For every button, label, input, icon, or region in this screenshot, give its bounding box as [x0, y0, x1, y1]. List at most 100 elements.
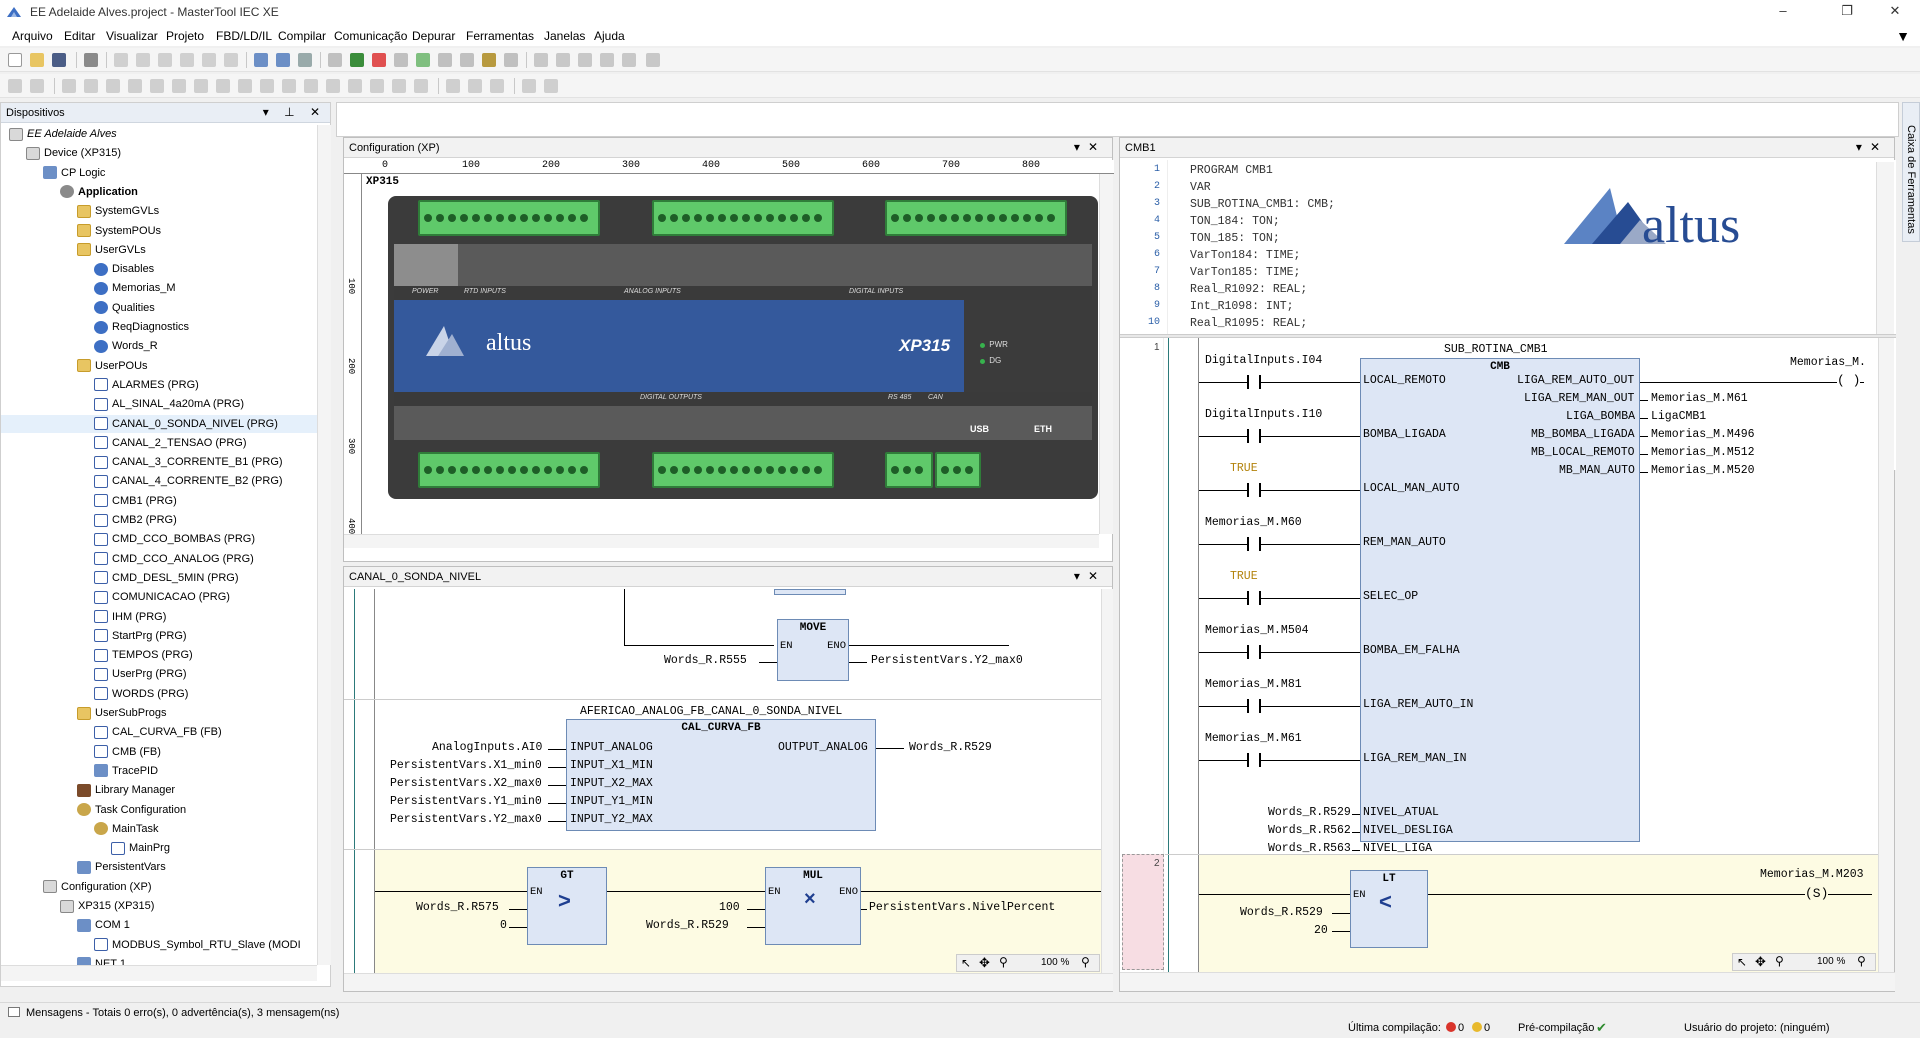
tree-item[interactable]: TracePID: [94, 762, 158, 780]
step-into-icon[interactable]: [556, 53, 570, 67]
contact[interactable]: [1247, 429, 1261, 443]
lt-block[interactable]: LT EN <: [1350, 870, 1428, 948]
bookmark-icon[interactable]: [298, 53, 312, 67]
gt-mul-rung[interactable]: [375, 850, 1101, 973]
tree-item[interactable]: MODBUS_Symbol_RTU_Slave (MODI: [94, 936, 301, 954]
tree-item[interactable]: Application: [60, 183, 138, 201]
contact[interactable]: [1247, 645, 1261, 659]
delete-icon[interactable]: [224, 53, 238, 67]
pan-tool-icon[interactable]: ✥: [979, 955, 990, 970]
new-file-icon[interactable]: [8, 53, 22, 67]
afericao-output-var[interactable]: Words_R.R529: [909, 741, 992, 754]
lt-input2-var[interactable]: 20: [1314, 924, 1328, 937]
cut-icon[interactable]: [158, 53, 172, 67]
tree-item[interactable]: Device (XP315): [26, 144, 121, 162]
contact-icon[interactable]: [62, 79, 76, 93]
code-line[interactable]: Int_R1098: INT;: [1190, 300, 1294, 313]
reset-icon[interactable]: [460, 53, 474, 67]
fb-output-var[interactable]: Memorias_M.M496: [1651, 428, 1755, 441]
stop-icon[interactable]: [438, 53, 452, 67]
tree-item[interactable]: CANAL_3_CORRENTE_B1 (PRG): [94, 453, 283, 471]
reset-coil-icon[interactable]: [194, 79, 208, 93]
tree-item[interactable]: UserPOUs: [77, 357, 148, 375]
label-icon[interactable]: [414, 79, 428, 93]
watch-icon[interactable]: [504, 53, 518, 67]
pointer-tool-icon[interactable]: ↖: [961, 956, 972, 970]
canal-zoom-value[interactable]: 100 %: [1041, 957, 1070, 968]
logout-icon[interactable]: [394, 53, 408, 67]
menu-comunicacao[interactable]: Comunicação: [334, 29, 408, 43]
tree-item[interactable]: SystemGVLs: [77, 202, 159, 220]
cmb-instance-name[interactable]: SUB_ROTINA_CMB1: [1444, 343, 1548, 356]
tree-item[interactable]: Configuration (XP): [43, 878, 152, 896]
tree-item[interactable]: COMUNICACAO (PRG): [94, 588, 230, 606]
breakpoint-icon[interactable]: [600, 53, 614, 67]
afericao-instance-name[interactable]: AFERICAO_ANALOG_FB_CANAL_0_SONDA_NIVEL: [580, 705, 843, 718]
contact-var[interactable]: TRUE: [1230, 570, 1258, 583]
menu-ferramentas[interactable]: Ferramentas: [466, 29, 535, 43]
filter-icon[interactable]: ▼: [1896, 28, 1910, 44]
toolbox-side-tab[interactable]: Caixa de Ferramentas: [1902, 102, 1920, 242]
cmb1-horizontal-scrollbar[interactable]: [1120, 972, 1895, 991]
plc-device-image[interactable]: POWER RTD INPUTS ANALOG INPUTS DIGITAL I…: [388, 196, 1098, 499]
tree-item[interactable]: Library Manager: [77, 781, 175, 799]
cmb1-zoom-bar[interactable]: ↖ ✥ ⚲ 100 % ⚲: [1732, 953, 1876, 971]
gt-input2-var[interactable]: 0: [500, 919, 507, 932]
menu-editar[interactable]: Editar: [64, 29, 96, 43]
negated-contact-icon[interactable]: [84, 79, 98, 93]
mul-block[interactable]: MUL EN ENO ×: [765, 867, 861, 945]
canal-ladder-canvas[interactable]: MOVE EN ENO Words_R.R555 PersistentVars.…: [344, 589, 1101, 973]
toggle-view-icon[interactable]: [468, 79, 482, 93]
contact[interactable]: [1247, 753, 1261, 767]
mul-input1-var[interactable]: 100: [719, 901, 740, 914]
order-icon[interactable]: [490, 79, 504, 93]
cmb-fb-block[interactable]: CMB: [1360, 358, 1640, 842]
menu-compilar[interactable]: Compilar: [278, 29, 327, 43]
coil[interactable]: ( ): [1837, 373, 1861, 388]
tree-item[interactable]: WORDS (PRG): [94, 685, 188, 703]
contact-var[interactable]: Memorias_M.M81: [1205, 678, 1302, 691]
tree-item[interactable]: COM 1: [77, 916, 130, 934]
code-line[interactable]: VarTon184: TIME;: [1190, 249, 1301, 262]
tree-item[interactable]: StartPrg (PRG): [94, 627, 187, 645]
menu-depurar[interactable]: Depurar: [412, 29, 456, 43]
code-line[interactable]: TON_185: TON;: [1190, 232, 1280, 245]
contact[interactable]: [1247, 537, 1261, 551]
tree-item[interactable]: TEMPOS (PRG): [94, 646, 193, 664]
tree-item[interactable]: UserGVLs: [77, 241, 146, 259]
tree-item[interactable]: AL_SINAL_4a20mA (PRG): [94, 395, 244, 413]
tree-item[interactable]: Memorias_M: [94, 279, 176, 297]
find-icon[interactable]: [254, 53, 268, 67]
tree-item[interactable]: CMB (FB): [94, 743, 161, 761]
step-over-icon[interactable]: [534, 53, 548, 67]
fb-output-var[interactable]: Memorias_M.M61: [1651, 392, 1748, 405]
tree-item[interactable]: MainPrg: [111, 839, 170, 857]
tree-item[interactable]: CANAL_2_TENSAO (PRG): [94, 434, 246, 452]
copy-icon[interactable]: [180, 53, 194, 67]
menu-ajuda[interactable]: Ajuda: [594, 29, 625, 43]
lt-rung[interactable]: [1199, 855, 1878, 972]
tree-item[interactable]: ReqDiagnostics: [94, 318, 189, 336]
tree-item[interactable]: CP Logic: [43, 164, 105, 182]
fb-input-var[interactable]: PersistentVars.X2_max0: [390, 777, 542, 790]
jump-icon[interactable]: [260, 79, 274, 93]
box-icon[interactable]: [216, 79, 230, 93]
error-count[interactable]: 0: [1444, 1022, 1464, 1034]
contact-var[interactable]: DigitalInputs.I04: [1205, 354, 1323, 367]
cal-curva-fb-block[interactable]: CAL_CURVA_FB: [566, 719, 876, 831]
open-folder-icon[interactable]: [30, 53, 44, 67]
contact[interactable]: [1247, 375, 1261, 389]
tree-horizontal-scrollbar[interactable]: [1, 965, 317, 981]
menu-janelas[interactable]: Janelas: [544, 29, 586, 43]
gt-input1-var[interactable]: Words_R.R575: [416, 901, 499, 914]
zoom-tool-icon[interactable]: ⚲: [999, 955, 1008, 969]
tree-item[interactable]: NET 1: [77, 955, 126, 965]
canal-horizontal-scrollbar[interactable]: [344, 973, 1113, 991]
return-icon[interactable]: [282, 79, 296, 93]
contact-var[interactable]: Memorias_M.M61: [1205, 732, 1302, 745]
contact-var[interactable]: Memorias_M.M60: [1205, 516, 1302, 529]
mul-output-var[interactable]: PersistentVars.NivelPercent: [869, 901, 1056, 914]
splitter[interactable]: [1120, 334, 1896, 338]
step-out-icon[interactable]: [578, 53, 592, 67]
messages-icon[interactable]: [8, 1007, 20, 1017]
